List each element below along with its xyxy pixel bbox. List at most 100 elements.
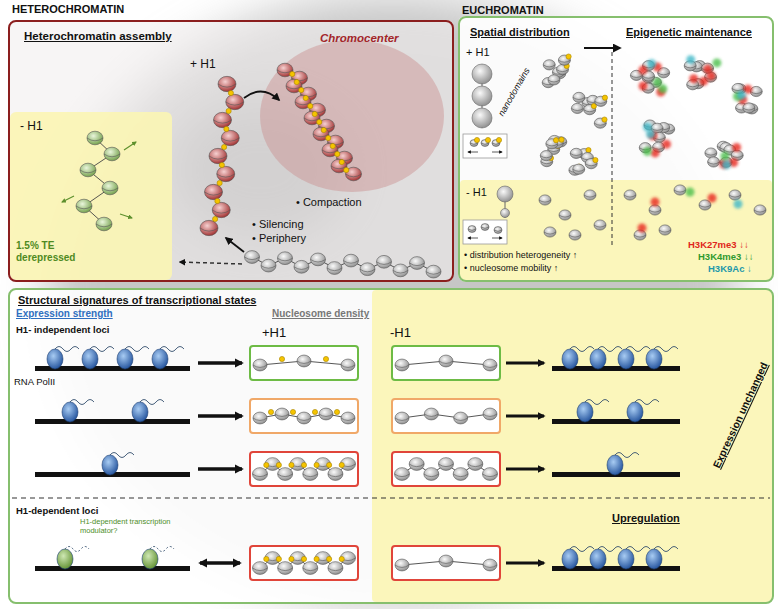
nucleosome	[102, 181, 118, 195]
nucleosome-dna	[674, 190, 686, 192]
h1-linker-histone	[327, 462, 332, 467]
density-frame	[250, 452, 358, 486]
nucleosome-dna	[481, 227, 489, 228]
nucleosome	[209, 148, 227, 163]
nucleosome-dna	[341, 418, 355, 420]
nucleosome	[253, 359, 267, 371]
nucleosome-dna	[454, 418, 468, 420]
arrow	[180, 262, 242, 264]
rna-polymerase	[577, 402, 593, 422]
nucleosome	[395, 412, 409, 424]
nucleosome-dna	[253, 474, 268, 477]
nanodomain-sphere	[472, 86, 492, 106]
h1-linker-histone	[294, 79, 299, 84]
arrow	[584, 47, 620, 49]
nucleosome-dna	[705, 153, 717, 155]
nucleosome-dna	[245, 257, 260, 260]
arrow	[506, 415, 544, 418]
nucleosome-dna	[483, 414, 497, 416]
nucleosome-dna	[377, 262, 392, 265]
rna-polymerase	[618, 549, 634, 569]
nucleosome-dna	[571, 108, 583, 110]
nucleosome	[311, 253, 326, 266]
nucleosome-dna	[328, 474, 343, 477]
rna-polymerase	[590, 549, 606, 569]
nucleosome	[217, 166, 235, 181]
column-heading: Nucleosome density	[272, 308, 369, 320]
nucleosome-dna	[494, 230, 502, 231]
nucleosome	[569, 230, 581, 240]
nucleosome	[395, 559, 409, 571]
region-heading: - H1	[20, 120, 43, 134]
nucleosome	[76, 199, 92, 213]
nucleosome-dna	[570, 153, 582, 155]
nucleosome-dna	[492, 143, 500, 144]
nucleosome	[424, 468, 439, 481]
nucleosome-dna	[297, 361, 311, 363]
h1-linker-histone	[222, 144, 227, 149]
nucleosome-dna	[643, 76, 655, 78]
nucleosome	[328, 562, 343, 575]
histone-mark	[647, 59, 656, 68]
nucleosome-dna	[395, 474, 410, 477]
nucleosome-dna	[548, 80, 560, 82]
nucleosome-dna	[410, 263, 425, 266]
nucleosome	[253, 562, 268, 575]
nucleosome-dna	[539, 200, 551, 202]
h1-linker-histone	[289, 556, 294, 561]
histone-mark-label: H3K4me3 ↓↓	[698, 252, 753, 263]
nucleosome-density-box	[392, 546, 500, 580]
nucleosome	[410, 257, 425, 270]
nucleosome-dna	[278, 568, 293, 571]
outcome-label: Upregulation	[612, 512, 680, 525]
h1-linker-histone	[289, 462, 294, 467]
nucleosome	[426, 265, 441, 278]
dna-bar	[35, 566, 190, 571]
histone-mark	[646, 130, 655, 139]
histone-mark	[639, 81, 648, 90]
illustration	[12, 40, 770, 580]
h1-bound-fiber	[200, 76, 244, 235]
rna-polymerase	[47, 349, 63, 369]
nucleosome-dna	[87, 138, 103, 141]
nucleosome	[659, 225, 671, 235]
gene-locus	[552, 453, 680, 478]
nucleosome-dna	[541, 162, 553, 164]
mobility-arrow	[468, 152, 478, 153]
h1-linker-histone	[339, 462, 344, 467]
nucleosome	[278, 252, 293, 265]
mobility-arrow	[492, 238, 502, 239]
nucleosome-dna	[253, 418, 267, 420]
nucleosome-dna	[439, 361, 453, 363]
nucleosome-dna	[218, 84, 236, 87]
gene-locus	[35, 453, 190, 478]
rna-polymerase	[627, 402, 643, 422]
nucleosome-dna	[651, 128, 663, 130]
nucleosome-dna	[453, 474, 468, 477]
no-h1-region: -H1	[372, 290, 772, 602]
region-heading: -H1	[390, 326, 411, 341]
nucleosome	[481, 224, 489, 231]
region-heading: HETEROCHROMATIN	[12, 3, 124, 16]
no-h1-ground	[10, 112, 172, 280]
rna-polymerase	[590, 349, 606, 369]
nucleosome-dna	[544, 232, 556, 234]
nucleosome-dna	[346, 174, 362, 177]
nucleosome-dna	[200, 228, 218, 231]
nucleosome	[573, 92, 585, 102]
nucleosome-dna	[558, 60, 570, 62]
h1-linker-histone	[335, 151, 340, 156]
nucleosome-dna	[546, 144, 558, 146]
nucleosome-dna	[253, 568, 268, 571]
nucleosome	[439, 458, 454, 471]
nucleosome-dna	[221, 138, 239, 141]
nucleosome-cluster	[639, 120, 674, 157]
nucleosome	[303, 468, 318, 481]
nucleosome	[341, 359, 355, 371]
nucleosome-dna	[319, 414, 333, 416]
nucleosome	[624, 190, 636, 200]
nucleosome	[200, 220, 218, 235]
linker-dna	[285, 70, 354, 174]
nucleosome-dna	[327, 268, 342, 271]
nucleosome-dna	[102, 188, 118, 191]
